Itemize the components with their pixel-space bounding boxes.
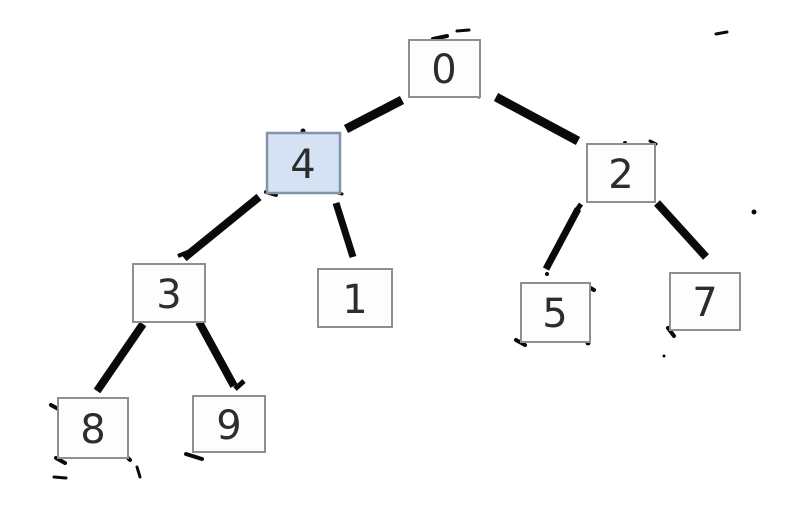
stray-dot	[545, 272, 549, 276]
tree-node-1: 1	[317, 268, 393, 328]
node-box-3	[132, 263, 206, 323]
stray-dash	[714, 30, 729, 36]
edge-0-2	[493, 93, 581, 145]
stray-dash	[184, 452, 204, 461]
edge-2-5	[542, 207, 582, 271]
tree-node-5: 5	[520, 282, 591, 343]
stray-dash	[52, 475, 68, 480]
edge-3-8	[93, 321, 147, 394]
node-label-5: 5	[542, 291, 567, 337]
node-label-8: 8	[80, 407, 105, 453]
stray-dash	[455, 28, 471, 33]
node-label-7: 7	[692, 280, 717, 326]
edge-4-3	[181, 193, 262, 262]
tree-node-2: 2	[586, 143, 656, 203]
edge-0-4	[343, 96, 405, 133]
edge-4-1	[332, 201, 357, 259]
tree-node-4: 4	[265, 131, 342, 195]
tree-edges	[93, 93, 709, 394]
node-label-1: 1	[342, 277, 367, 323]
tree-node-8: 8	[57, 397, 129, 459]
node-box-5	[520, 282, 591, 343]
tree-node-3: 3	[132, 263, 206, 323]
node-box-9	[192, 395, 266, 453]
stray-dot	[751, 209, 757, 215]
stray-dot	[662, 354, 666, 358]
edge-3-9-arrowhead	[233, 379, 246, 391]
edge-2-5-flick	[572, 202, 584, 215]
node-box-4-highlighted	[265, 131, 342, 195]
edge-2-7	[654, 200, 709, 260]
node-box-7	[669, 272, 741, 331]
stray-marks	[49, 28, 757, 480]
node-label-2: 2	[608, 152, 633, 198]
node-label-3: 3	[156, 272, 181, 318]
node-box-1	[317, 268, 393, 328]
node-box-2	[586, 143, 656, 203]
node-box-8	[57, 397, 129, 459]
node-box-0	[408, 39, 481, 98]
tree-node-0: 0	[408, 39, 481, 98]
tree-nodes: 0 4 2 3 1 5 7	[57, 39, 741, 459]
edge-3-9	[195, 320, 238, 388]
node-label-9: 9	[216, 403, 241, 449]
stray-dash	[431, 34, 449, 41]
edge-4-3-double-stroke	[177, 247, 196, 258]
stray-dash	[135, 465, 142, 479]
node-label-0: 0	[431, 47, 456, 93]
node-label-4: 4	[290, 142, 315, 188]
tree-node-9: 9	[192, 395, 266, 453]
tree-node-7: 7	[669, 272, 741, 331]
